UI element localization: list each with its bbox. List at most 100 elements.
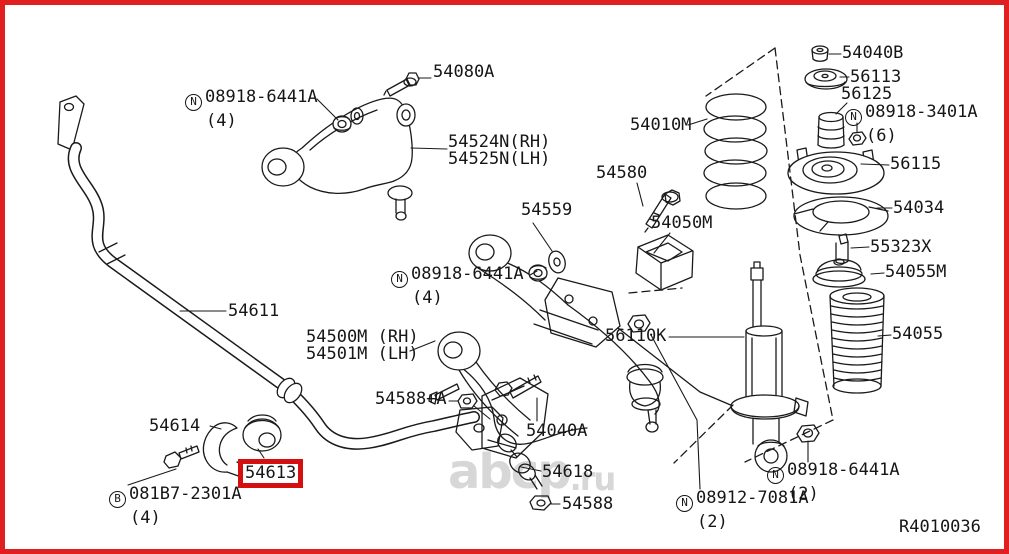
part-number-text: 56113 [850, 67, 902, 87]
bolt-54080a [383, 72, 420, 97]
lower-control-arm [437, 234, 734, 445]
bump-rubber-56125 [817, 111, 845, 149]
part-label-54055M: 54055M [885, 264, 946, 281]
part-label-54080A: 54080A [433, 64, 494, 81]
part-number-text: 54501M (LH) [306, 344, 419, 364]
mount-56115 [787, 147, 885, 195]
part-label-54040A: 54040A [526, 423, 587, 440]
part-label-54501M-LH: 54501M (LH) [306, 346, 419, 363]
part-number-text: 55323X [870, 237, 932, 257]
part-qty: (2) [697, 512, 728, 532]
circled-prefix: B [109, 491, 126, 508]
circled-prefix: N [185, 94, 202, 111]
part-label-54618: 54618 [542, 464, 593, 481]
part-number-text: 54525N(LH) [448, 149, 551, 169]
part-label-54524N-RH: 54524N(RH) [448, 134, 550, 151]
shock-absorber-56110k [730, 261, 809, 473]
part-number-text: 54500M (RH) [306, 327, 419, 347]
washer-56113 [804, 68, 848, 90]
part-label-56125: 56125 [841, 86, 892, 103]
washers-54559 [528, 250, 566, 282]
part-number-text: 54524N(RH) [448, 132, 551, 152]
part-number-text: 54040B [842, 43, 904, 63]
part-label-54040B: 54040B [842, 45, 903, 62]
ball-joint [626, 363, 664, 433]
bumper-55323x [835, 233, 849, 265]
cap-54055m [812, 258, 866, 288]
part-label-56113: 56113 [850, 69, 901, 86]
part-label-54034: 54034 [893, 200, 944, 217]
part-number-text: 081B7-2301A [129, 484, 242, 504]
stabilizer-link-54618 [497, 433, 552, 511]
part-label-56115: 56115 [890, 156, 941, 173]
part-label-54010M: 54010M [630, 117, 691, 134]
part-number-text: 56115 [890, 154, 942, 174]
part-number-text: 08918-3401A [865, 102, 978, 122]
bolt-54580 [644, 189, 681, 233]
stabilizer-bar [57, 95, 480, 450]
leader-lines [127, 53, 893, 505]
part-number-text: 54055 [892, 324, 944, 344]
part-qty: (4) [412, 288, 443, 308]
part-label-54559: 54559 [521, 202, 572, 219]
part-number-text: 08912-7081A [696, 488, 809, 508]
part-number-text: 54614 [149, 416, 201, 436]
part-qty: (4) [206, 111, 237, 131]
part-label-54611: 54611 [228, 303, 279, 320]
bushing-54613 [242, 414, 282, 452]
circled-prefix: N [845, 109, 862, 126]
part-number-text: 54050M [651, 213, 713, 233]
part-label-56110K: 56110K [605, 328, 666, 345]
part-number-text: 54588+A [375, 389, 447, 409]
part-label-54500M-RH: 54500M (RH) [306, 329, 419, 346]
bolt-081b7 [163, 445, 200, 469]
part-number-text: 54611 [228, 301, 280, 321]
part-number-text: 08918-6441A [787, 460, 900, 480]
hex-nut-7081a [627, 314, 651, 333]
upper-control-arm [261, 97, 416, 221]
part-label-54580: 54580 [596, 165, 647, 182]
knuckle-bracket [481, 377, 549, 459]
part-number-text: 54034 [893, 198, 945, 218]
coil-spring-54010m [703, 93, 768, 210]
part-label-54614: 54614 [149, 418, 200, 435]
part-number-text: 54010M [630, 115, 692, 135]
nut-3401a [848, 131, 867, 146]
part-number-text: 08918-6441A [205, 87, 318, 107]
part-number-text: 54613 [245, 463, 297, 483]
nut-54040b [811, 45, 829, 62]
part-number-text: 54055M [885, 262, 947, 282]
dust-boot-54055 [829, 287, 885, 394]
part-number-text: 54040A [526, 421, 588, 441]
part-label-55323X: 55323X [870, 239, 931, 256]
part-label-54588A: 54588+A [375, 391, 447, 408]
part-number-text: 08918-6441A [411, 264, 524, 284]
assembly-dashed-lines [628, 47, 834, 464]
part-number-text: 54588 [562, 494, 614, 514]
part-label-54613: 54613 [238, 459, 304, 488]
part-qty: (2) [788, 484, 819, 504]
circled-prefix: N [391, 271, 408, 288]
watermark-suffix: .ru [569, 460, 617, 498]
hex-nut-6441a-lower [796, 424, 820, 443]
part-number-text: 54080A [433, 62, 495, 82]
part-label-54525N-LH: 54525N(LH) [448, 151, 550, 168]
diagram-ref-code: R4010036 [899, 517, 981, 537]
circled-prefix: N [767, 467, 784, 484]
part-number-text: 56125 [841, 84, 893, 104]
part-number-text: 56110K [605, 326, 667, 346]
bolt-54040a [428, 374, 542, 405]
part-number-text: 54559 [521, 200, 573, 220]
part-number-text: 54618 [542, 462, 594, 482]
part-qty: (6) [866, 126, 897, 146]
part-number-text: 54580 [596, 163, 648, 183]
